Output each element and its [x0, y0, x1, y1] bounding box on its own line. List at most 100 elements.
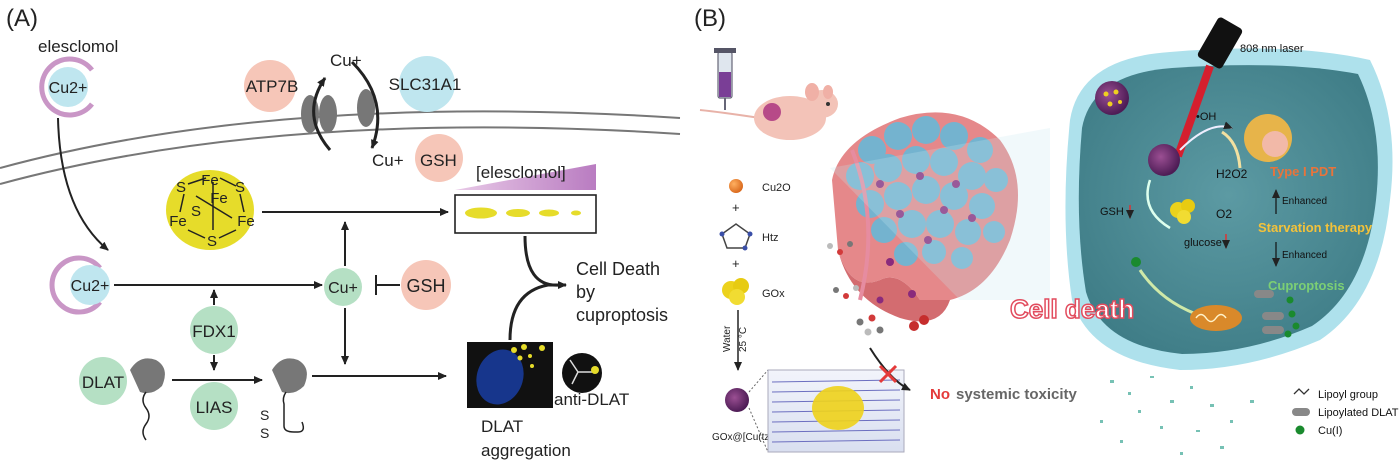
systemic-toxicity-label: systemic toxicity [956, 386, 1078, 403]
zoom-cone [830, 128, 1050, 300]
cell-death-label: Cell death [1010, 294, 1134, 324]
fes-cluster-bonds [179, 177, 245, 239]
legend-lipoyl: Lipoyl group [1318, 389, 1378, 401]
panel-b-label: (B) [694, 5, 726, 32]
anti-dlat-label: anti-DLAT [554, 390, 629, 409]
laser-icon [1197, 17, 1243, 69]
arrow-aggregation-to-death [508, 281, 567, 341]
laser-label: 808 nm laser [1240, 43, 1304, 55]
cell-interior [1078, 65, 1378, 354]
antibody-icon [569, 359, 592, 385]
plus-2: + [732, 256, 740, 271]
panel-a: (A) elesclomol Cu2+ ATP7B SLC31A1 Cu+ Cu… [0, 5, 681, 460]
tumor-cells [846, 116, 1008, 269]
cuproptosis-label: Cuproptosis [1268, 278, 1345, 293]
gox-in-cell [1170, 199, 1195, 224]
gsh-consumption-arrow [1146, 179, 1171, 230]
aggregate-dot-4 [528, 354, 532, 358]
slc31a1-label: SLC31A1 [389, 75, 462, 94]
htz-label: Htz [762, 232, 779, 244]
aggregate-dot-5 [530, 364, 534, 368]
temperature-label: 25 °C [738, 327, 749, 352]
o2-label: O2 [1216, 207, 1232, 221]
cu2-mid-label: Cu2+ [71, 278, 110, 295]
antibody-fluor [591, 366, 599, 374]
cu2-top-label: Cu2+ [49, 80, 88, 97]
disulfide-ring [282, 391, 305, 433]
legend-cu: Cu(I) [1318, 425, 1342, 437]
fes-s-right: S [235, 179, 245, 196]
nanoparticle-entering [1095, 81, 1129, 115]
cu-center-label: Cu+ [328, 280, 358, 297]
disulfide-s2: S [260, 425, 269, 441]
water-label: Water [722, 325, 733, 352]
red-cross-icon [878, 364, 898, 384]
legend-cu-icon [1295, 425, 1305, 435]
dlat-aggregation-line-1: DLAT [481, 417, 523, 436]
aggregation-cell [476, 349, 524, 405]
fes-fe-top: Fe [201, 172, 219, 189]
ros-arrow [1179, 121, 1233, 151]
dlat-protein [130, 358, 165, 394]
blot-band-2 [506, 209, 530, 217]
no-label: No [930, 386, 950, 403]
laser-beam [1174, 64, 1214, 158]
blot-band-4 [571, 210, 581, 216]
h2o2-label: H2O2 [1216, 167, 1248, 181]
cell-death-line-3: cuproptosis [576, 305, 668, 325]
cu-to-mito-arrow [1138, 269, 1197, 316]
glucose-molecules [827, 241, 929, 336]
htz-icon [719, 223, 753, 251]
elesclomol-label: elesclomol [38, 37, 118, 56]
legend-dlat: Lipoylated DLAT [1318, 407, 1399, 419]
gsh-bubble-top [415, 134, 463, 182]
lias-bubble [190, 382, 238, 430]
fes-fe-left: Fe [169, 213, 187, 230]
cell-death-line-2: by [576, 282, 595, 302]
atp7b-label: ATP7B [246, 77, 299, 96]
legend-lipoyl-icon [1293, 388, 1310, 395]
dlat-label: DLAT [82, 373, 124, 392]
fes-s-left: S [176, 179, 186, 196]
dlat-bubble [79, 357, 127, 405]
legend: Lipoyl group Lipoylated DLAT Cu(I) [1292, 388, 1399, 437]
type-pdt-label: Type I PDT [1270, 164, 1336, 179]
blot-band-3 [539, 209, 559, 217]
cu2-bubble-top [48, 67, 88, 107]
nanoparticle-label: GOx@[Cu(tz)] [712, 432, 776, 443]
gox-cutz-nanoparticle [725, 388, 749, 412]
gox-label: GOx [762, 288, 785, 300]
cu-i-dot [1131, 257, 1141, 267]
zoom-line-1 [748, 369, 769, 393]
dlat-aggregation-line-2: aggregation [481, 441, 571, 460]
gsh-top-label: GSH [420, 151, 457, 170]
fes-s-bottom: S [207, 233, 217, 250]
mouse-icon [699, 83, 838, 140]
dlat-lipoyl-chain [142, 391, 150, 441]
slc31a1-bubble [399, 56, 455, 112]
zoom-line-2 [748, 407, 769, 453]
arrow-cu-influx [350, 60, 380, 149]
fes-fe-right: Fe [237, 213, 255, 230]
tumor-sphere-core [1262, 131, 1288, 157]
tumor-nanoparticles [876, 172, 976, 304]
arrow-gel-to-death [523, 235, 561, 287]
plus-1: + [732, 200, 740, 215]
cell-debris [1100, 376, 1254, 455]
gsh-mid-label: GSH [406, 276, 445, 296]
dlat-aggregate-icon [1254, 290, 1300, 338]
aggregate-dot-2 [521, 344, 527, 350]
oh-radical-label: •OH [1196, 111, 1216, 123]
aggregate-dot-1 [511, 347, 517, 353]
legend-dlat-icon [1292, 408, 1310, 416]
enhanced-2-label: Enhanced [1282, 250, 1327, 261]
cu2-bubble-mid [70, 265, 110, 305]
starvation-label: Starvation therapy [1258, 220, 1373, 235]
arrow-cu-efflux [312, 77, 332, 151]
elesclomol-gradient-label: [elesclomol] [476, 163, 566, 182]
aggregate-dot-6 [539, 345, 545, 351]
tumor-vessel [850, 149, 871, 301]
elesclomol-chelator-top [39, 56, 94, 118]
slc31a1-channel [357, 89, 375, 127]
